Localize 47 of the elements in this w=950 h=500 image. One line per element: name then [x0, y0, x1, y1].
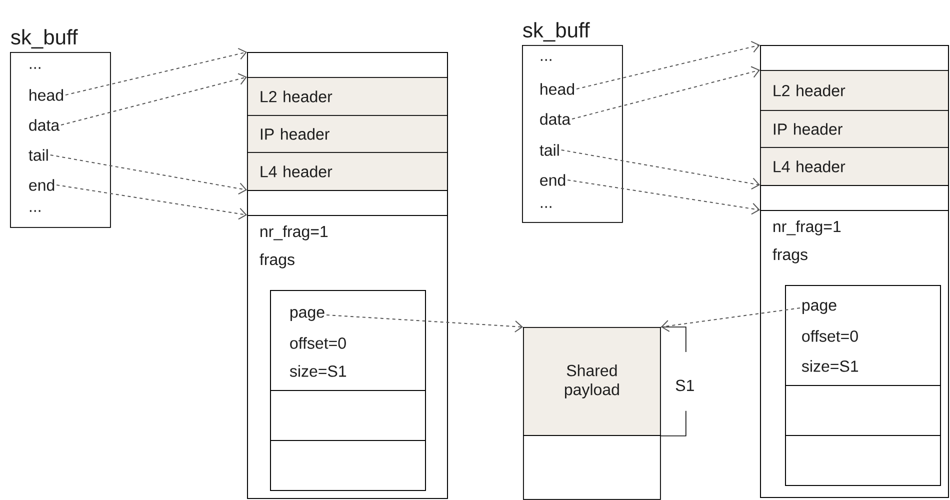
arrow — [56, 184, 247, 220]
arrow — [60, 73, 247, 126]
buffer-row — [247, 190, 448, 216]
node-label: sk_buff — [523, 22, 590, 42]
field-label: ... — [540, 59, 552, 61]
field-label: tail — [540, 144, 559, 156]
payload-area — [523, 435, 661, 500]
buffer-row — [760, 185, 949, 211]
field-label: size=S1 — [290, 365, 346, 377]
arrow — [50, 154, 247, 195]
field-label: page — [802, 302, 836, 314]
arrow — [660, 308, 800, 332]
field-label: head — [540, 83, 574, 95]
arrow — [567, 180, 760, 215]
header-row: IP header — [247, 115, 448, 153]
field-label: end — [29, 179, 54, 191]
dimension-label: S1 — [676, 380, 694, 392]
field-label: ... — [30, 210, 40, 212]
empty-cell — [270, 390, 426, 441]
arrow — [572, 66, 760, 120]
empty-cell — [270, 440, 426, 491]
header-row: L4 header — [247, 152, 448, 191]
header-row: L2 header — [760, 70, 949, 111]
field-label: offset=0 — [802, 330, 858, 342]
field-label: offset=0 — [290, 337, 346, 349]
field-label: tail — [28, 149, 48, 161]
field-label: head — [30, 89, 64, 101]
empty-cell — [785, 285, 941, 386]
field-label: page — [290, 309, 324, 321]
field-label: ... — [30, 67, 40, 69]
field-label: data — [29, 119, 60, 131]
arrow — [576, 40, 760, 90]
field-label: data — [540, 113, 571, 125]
field-label: ... — [540, 206, 552, 208]
arrow — [65, 48, 248, 96]
node-label: sk_buff — [11, 29, 78, 49]
empty-cell — [785, 385, 941, 436]
header-row: L4 header — [760, 147, 949, 186]
arrow — [560, 150, 760, 190]
header-row: IP header — [760, 110, 949, 148]
header-row: L2 header — [247, 77, 448, 116]
field-label: end — [540, 174, 566, 186]
empty-cell — [785, 435, 941, 486]
arrow — [326, 314, 523, 332]
field-label: size=S1 — [802, 360, 858, 372]
empty-cell — [270, 290, 426, 391]
payload-box: Shared payload — [523, 327, 661, 436]
